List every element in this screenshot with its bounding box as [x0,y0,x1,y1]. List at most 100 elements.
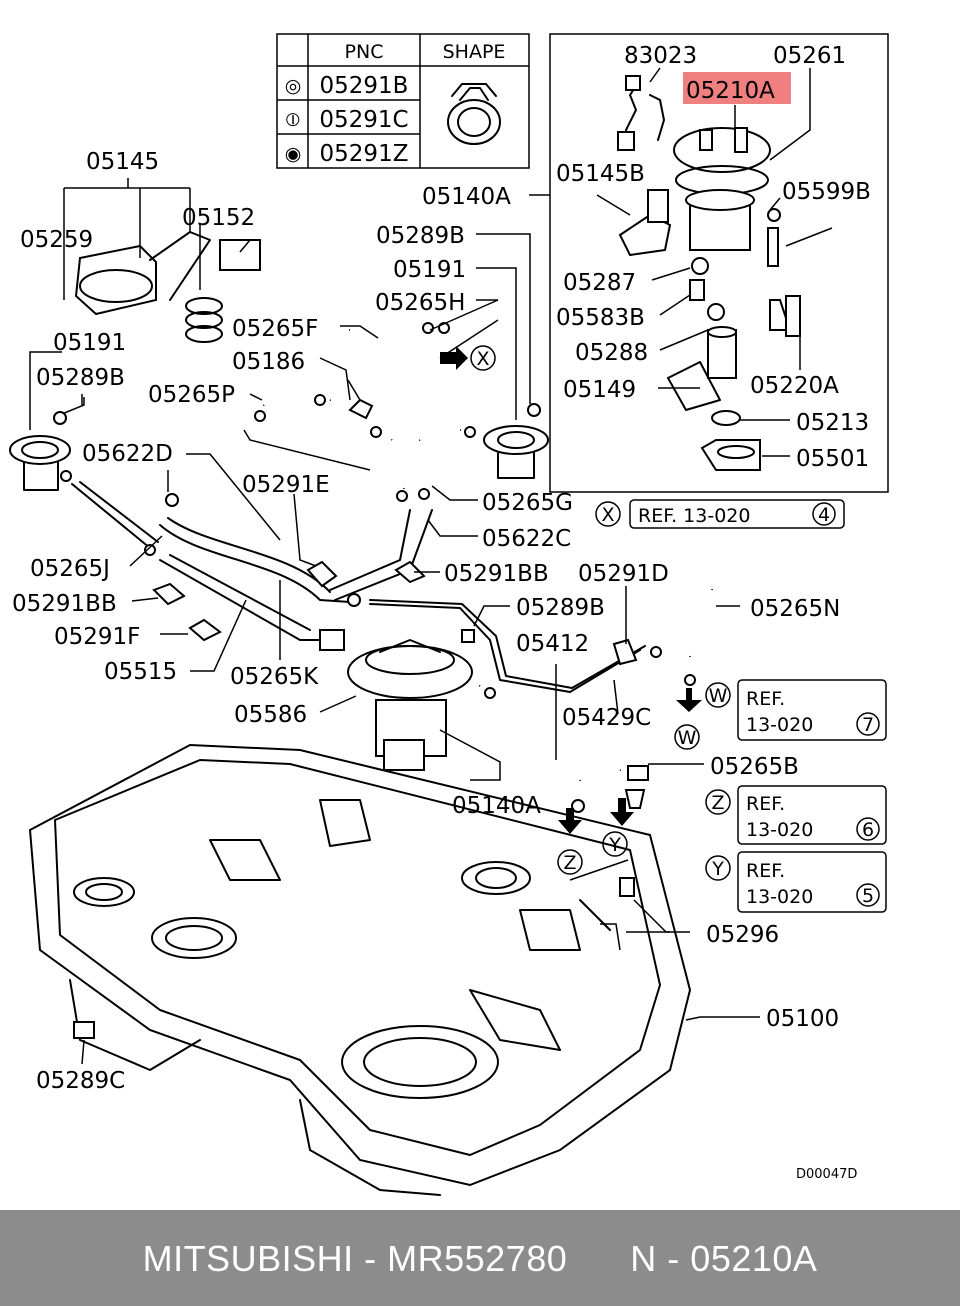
label-05265n: 05265N [750,596,840,622]
footer-part-number: MR552780 [387,1238,568,1279]
label-05265b: 05265B [710,754,799,780]
ref-7-line2: 13-020 [746,714,813,736]
label-05220a: 05220A [750,373,839,399]
label-05100: 05100 [766,1006,839,1032]
diagram-code: D00047D [796,1167,857,1182]
ref-box-4: REF. 13-020 4 [629,499,845,529]
ref-box-7: REF. 13-020 7 [737,679,887,741]
label-05291f: 05291F [54,624,140,650]
footer-n-label: N [630,1238,657,1279]
label-05265j: 05265J [30,556,110,582]
label-05291e: 05291E [242,472,330,498]
label-05265p: 05265P [148,382,235,408]
label-05287: 05287 [563,270,636,296]
label-05289b-c: 05289B [516,595,605,621]
label-05265g: 05265G [482,490,573,516]
ref-6-line2: 13-020 [746,819,813,841]
label-05289b-b: 05289B [36,365,125,391]
parts-diagram: PNC SHAPE ◎ ⦶ ◉ 05291B 05291C 05291Z [9,33,889,1196]
legend-header-pnc: PNC [345,41,384,63]
ref-5-line1: REF. [746,860,785,882]
label-83023: 83023 [624,43,697,69]
ref-4-text: REF. 13-020 [638,505,750,527]
label-05501: 05501 [796,446,869,472]
label-05261: 05261 [773,43,846,69]
footer-sep-1: - [364,1238,377,1279]
legend-pnc-05291z: 05291Z [320,141,409,167]
reference-arrows [440,346,702,834]
label-05191-b: 05191 [53,330,126,356]
ref-5-line2: 13-020 [746,886,813,908]
label-05291bb-b: 05291BB [12,591,117,617]
legend-symbol-split-circle-icon: ⦶ [286,109,300,131]
circle-y-icon: Y [608,834,621,856]
legend-pnc-05291c: 05291C [319,107,408,133]
highlight-box [683,72,791,104]
label-05213: 05213 [796,410,869,436]
legend-header-shape: SHAPE [443,41,506,63]
footer-sep-2: - [667,1238,680,1279]
ref-box-6: REF. 13-020 6 [737,785,887,845]
pump-module-art [617,75,801,471]
circled-letters: X X W W Z Z Y Y [470,345,731,881]
label-05145b: 05145B [556,161,645,187]
label-05429c: 05429C [562,705,651,731]
legend-symbol-double-circle-icon: ◎ [285,75,302,97]
sender-assembly-art [9,178,261,491]
label-05265f: 05265F [232,316,318,342]
label-05152: 05152 [182,205,255,231]
label-05186: 05186 [232,349,305,375]
label-05289c: 05289C [36,1068,125,1094]
label-05622d: 05622D [82,441,173,467]
label-05622c: 05622C [482,526,571,552]
label-05291bb-a: 05291BB [444,561,549,587]
leader-lines [81,233,760,1065]
label-05145: 05145 [86,149,159,175]
label-05291d: 05291D [578,561,669,587]
label-05296: 05296 [706,922,779,948]
legend-symbol-filled-circle-icon: ◉ [285,143,302,165]
label-05259: 05259 [20,227,93,253]
circle-y-ref-icon: Y [711,858,724,880]
ref-4-number: 4 [818,504,830,526]
label-05149: 05149 [563,377,636,403]
label-05599b: 05599B [782,179,871,205]
ref-6-line1: REF. [746,793,785,815]
label-05586: 05586 [234,702,307,728]
label-05265k: 05265K [230,664,319,690]
label-05265h: 05265H [375,290,465,316]
footer-pnc: 05210A [690,1238,818,1279]
label-05191-a: 05191 [393,257,466,283]
ref-5-number: 5 [862,885,874,907]
label-05412: 05412 [516,631,589,657]
label-05289b-a: 05289B [376,223,465,249]
part-labels: 83023 05261 05210A 05145 05145B 05140A 0… [12,43,871,1094]
in-tank-module-art [347,639,473,771]
footer-brand: MITSUBISHI [142,1238,354,1279]
label-05583b: 05583B [556,305,645,331]
fuel-tank-art [28,743,692,1196]
ref-7-number: 7 [862,714,874,736]
label-05288: 05288 [575,340,648,366]
circle-x-icon: X [476,348,489,370]
legend-table: PNC SHAPE ◎ ⦶ ◉ 05291B 05291C 05291Z [276,33,530,169]
label-05210a-highlighted: 05210A [686,78,775,104]
label-05140a-top: 05140A [422,184,511,210]
circle-z-icon: Z [563,852,576,874]
label-05140a-bottom: 05140A [452,793,541,819]
legend-pnc-05291b: 05291B [320,73,409,99]
circle-z-ref-icon: Z [711,792,724,814]
hoses-and-pipes-art [60,322,716,813]
hose-clamp-shape-icon [447,83,501,145]
ref-7-line1: REF. [746,688,785,710]
circle-w-ref-icon: W [709,685,728,707]
footer-caption: MITSUBISHI - MR552780 N - 05210A [0,1238,960,1280]
footer-bar [0,1210,960,1306]
circle-x-ref-icon: X [601,504,614,526]
label-05515: 05515 [104,659,177,685]
fuel-pump-detail-box [529,33,889,493]
circle-w-icon: W [678,727,697,749]
ref-6-number: 6 [862,819,874,841]
ref-box-5: REF. 13-020 5 [737,851,887,913]
